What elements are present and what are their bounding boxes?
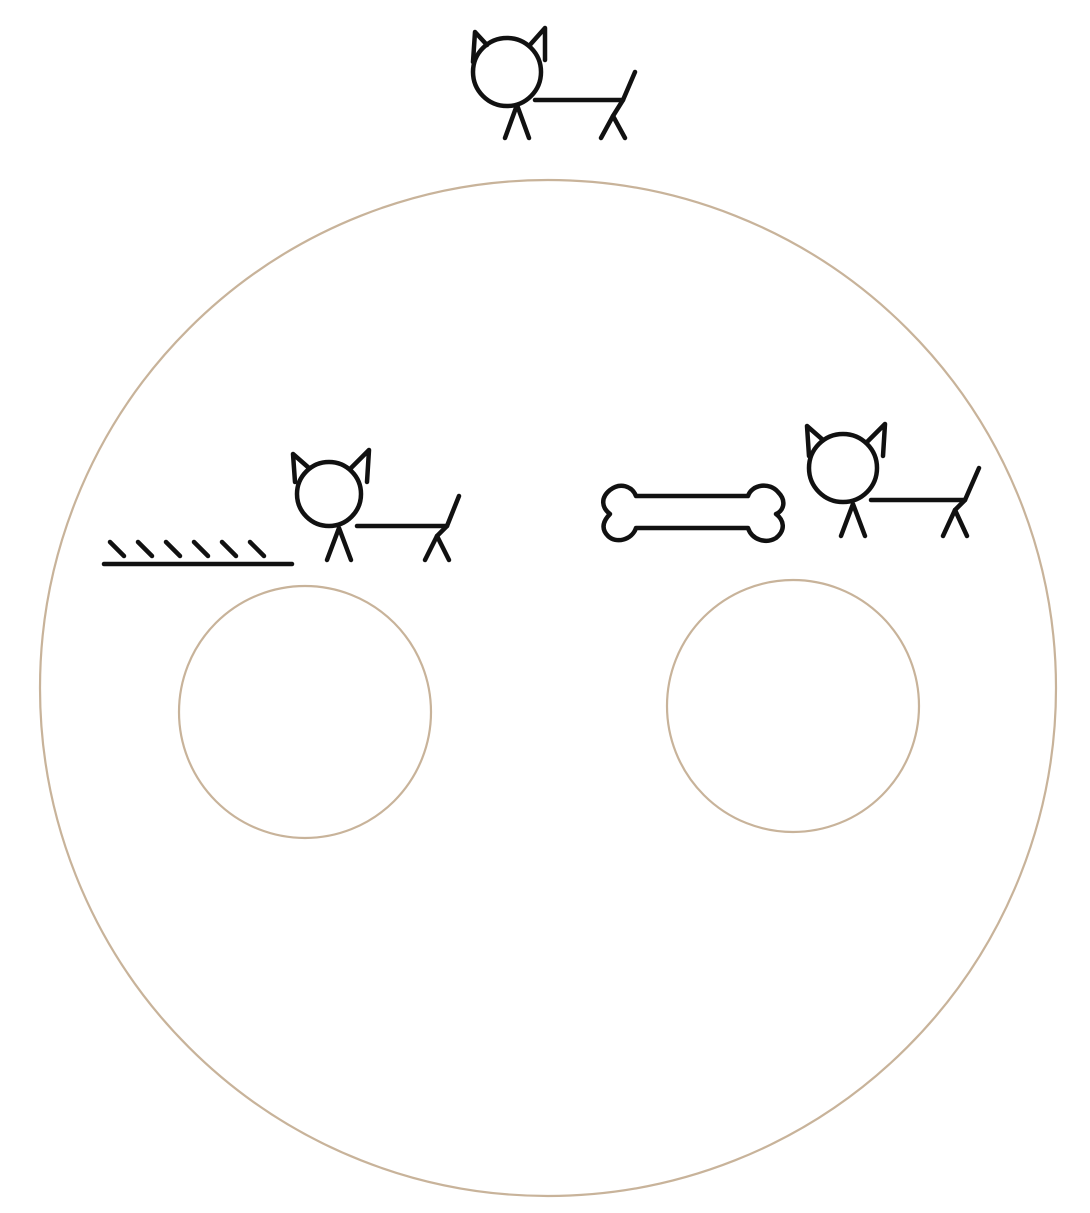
cat-icon [807, 424, 979, 536]
cat-icon [473, 28, 635, 138]
hatched-ground-icon [104, 542, 292, 564]
bone-icon [603, 486, 783, 541]
outer-circle [40, 180, 1056, 1196]
left-inner-circle [179, 586, 431, 838]
right-inner-circle [667, 580, 919, 832]
cat-icon [293, 450, 459, 560]
